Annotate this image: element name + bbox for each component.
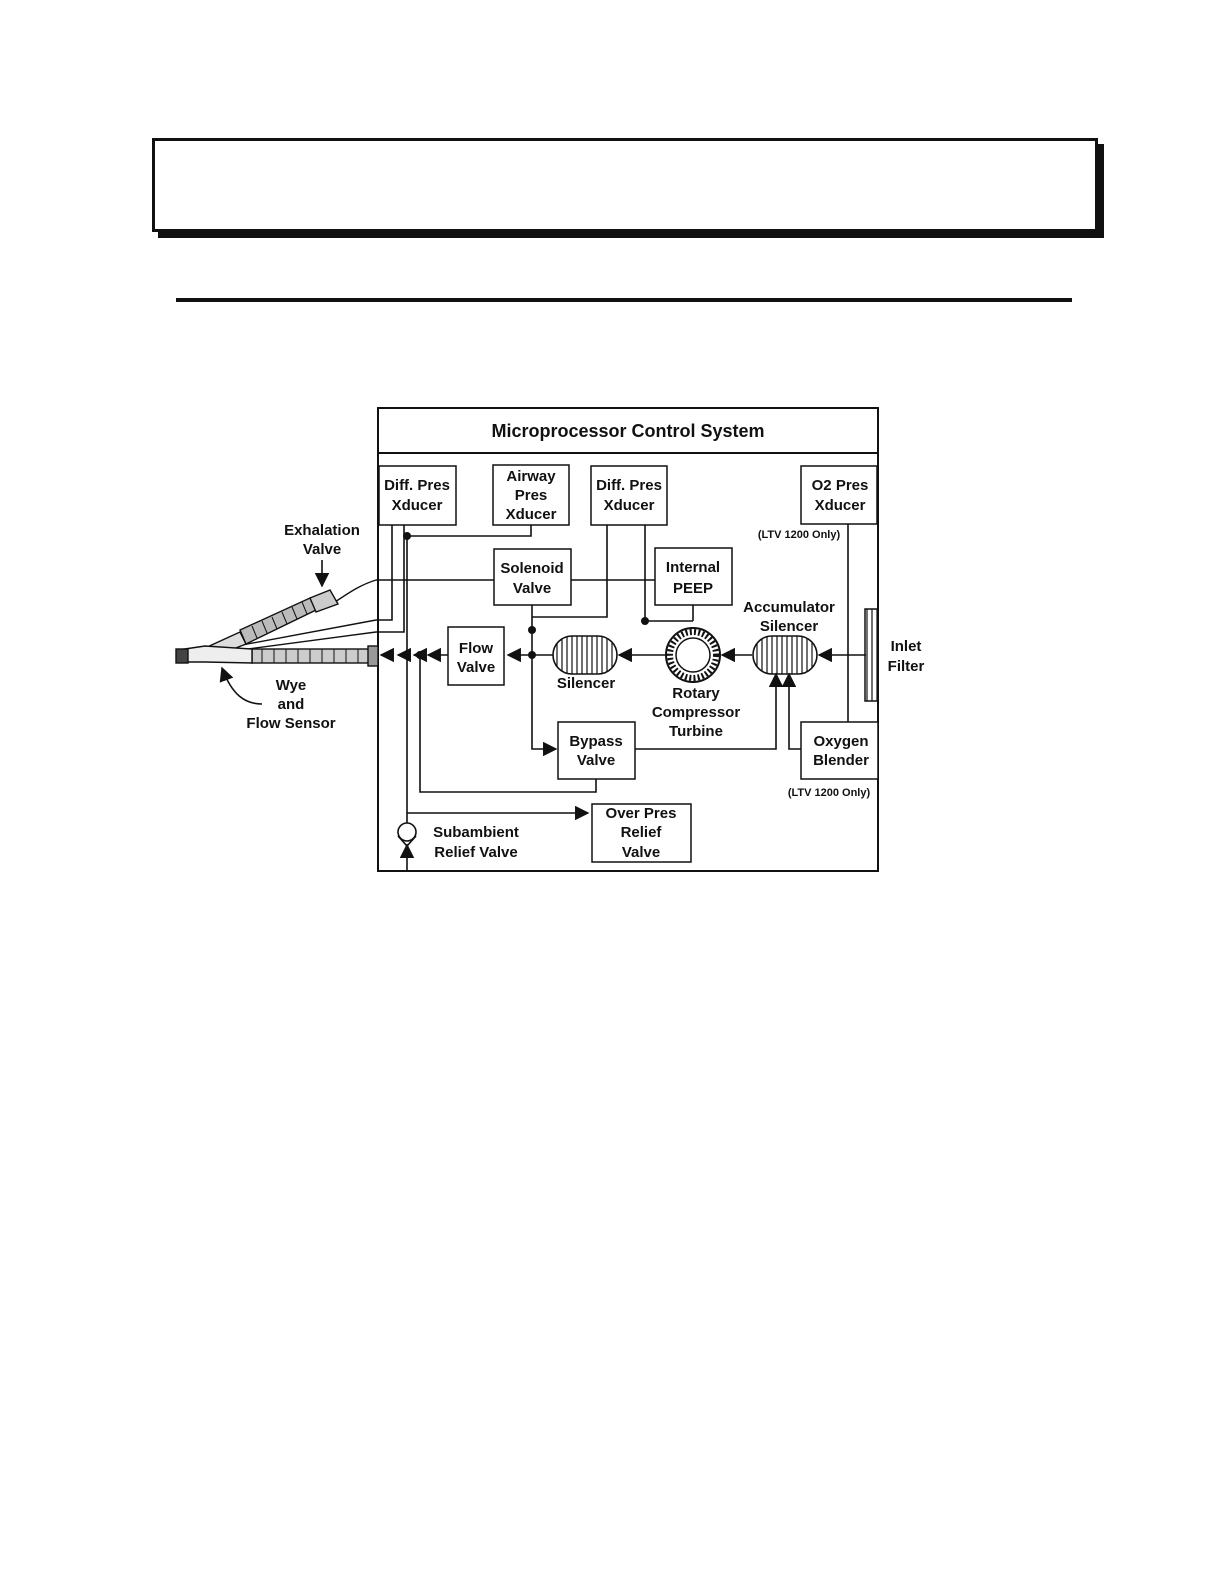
rotary-turbine-icon: [665, 627, 721, 683]
diff-pres-xducer-left-box: [378, 465, 457, 526]
flow-valve-line2: Valve: [457, 659, 495, 676]
diff-pres-xducer-right-box: [590, 465, 668, 526]
bypass-valve-line2: Valve: [577, 752, 615, 769]
section-divider: [176, 298, 1072, 302]
accumulator-label-line1: Accumulator: [743, 599, 835, 616]
airway-pres-line3: Xducer: [506, 506, 557, 523]
over-pres-line1: Over Pres: [606, 805, 677, 822]
exhalation-valve-label-line1: Exhalation: [284, 522, 360, 539]
bypass-valve-box: [557, 721, 636, 780]
patient-circuit-illustration: [175, 579, 379, 667]
internal-peep-line1: Internal: [666, 559, 720, 576]
subambient-label-line1: Subambient: [433, 824, 519, 841]
silencer-icon: [552, 635, 618, 675]
ltv-note-blender: (LTV 1200 Only): [788, 787, 871, 799]
solenoid-valve-box: [493, 548, 572, 606]
wye-label-line2: and: [278, 696, 305, 713]
internal-peep-line2: PEEP: [673, 580, 713, 597]
wye-label-line3: Flow Sensor: [246, 715, 335, 732]
o2-pres-line2: Xducer: [815, 497, 866, 514]
o2-pres-line1: O2 Pres: [812, 477, 869, 494]
inlet-filter-icon: [864, 608, 879, 702]
over-pres-line3: Valve: [622, 844, 660, 861]
flow-valve-box: [447, 626, 505, 686]
bypass-valve-line1: Bypass: [569, 733, 622, 750]
silencer-label: Silencer: [557, 675, 616, 692]
oxygen-blender-box: [800, 721, 879, 780]
rotary-label-line2: Compressor: [652, 704, 741, 721]
oxygen-blender-line2: Blender: [813, 752, 869, 769]
solenoid-line1: Solenoid: [500, 560, 563, 577]
o2-pres-xducer-box: [800, 465, 878, 525]
inlet-filter-label-line1: Inlet: [891, 638, 922, 655]
signal-lines: [219, 524, 866, 871]
over-pres-relief-valve-box: [591, 803, 692, 863]
diff-pres-right-line2: Xducer: [604, 497, 655, 514]
oxygen-blender-line1: Oxygen: [813, 733, 868, 750]
diagram-title: Microprocessor Control System: [491, 421, 764, 441]
exhalation-valve-label-line2: Valve: [303, 541, 341, 558]
diff-pres-right-line1: Diff. Pres: [596, 477, 662, 494]
ltv-note-o2: (LTV 1200 Only): [758, 529, 841, 541]
subambient-relief-valve-icon: [397, 822, 417, 848]
airway-pres-line1: Airway: [506, 468, 556, 485]
solenoid-line2: Valve: [513, 580, 551, 597]
diff-pres-left-line2: Xducer: [392, 497, 443, 514]
internal-peep-box: [654, 547, 733, 606]
subambient-label-line2: Relief Valve: [434, 844, 517, 861]
wye-label-line1: Wye: [276, 677, 307, 694]
over-pres-line2: Relief: [621, 824, 663, 841]
accumulator-silencer-icon: [752, 635, 818, 675]
flow-valve-line1: Flow: [459, 640, 493, 657]
airway-pres-line2: Pres: [515, 487, 548, 504]
junction-dots: [403, 532, 649, 659]
inlet-filter-label-line2: Filter: [888, 658, 925, 675]
rotary-label-line1: Rotary: [672, 685, 720, 702]
diff-pres-left-line1: Diff. Pres: [384, 477, 450, 494]
header-banner-box: [152, 138, 1098, 232]
accumulator-label-line2: Silencer: [760, 618, 819, 635]
rotary-label-line3: Turbine: [669, 723, 723, 740]
